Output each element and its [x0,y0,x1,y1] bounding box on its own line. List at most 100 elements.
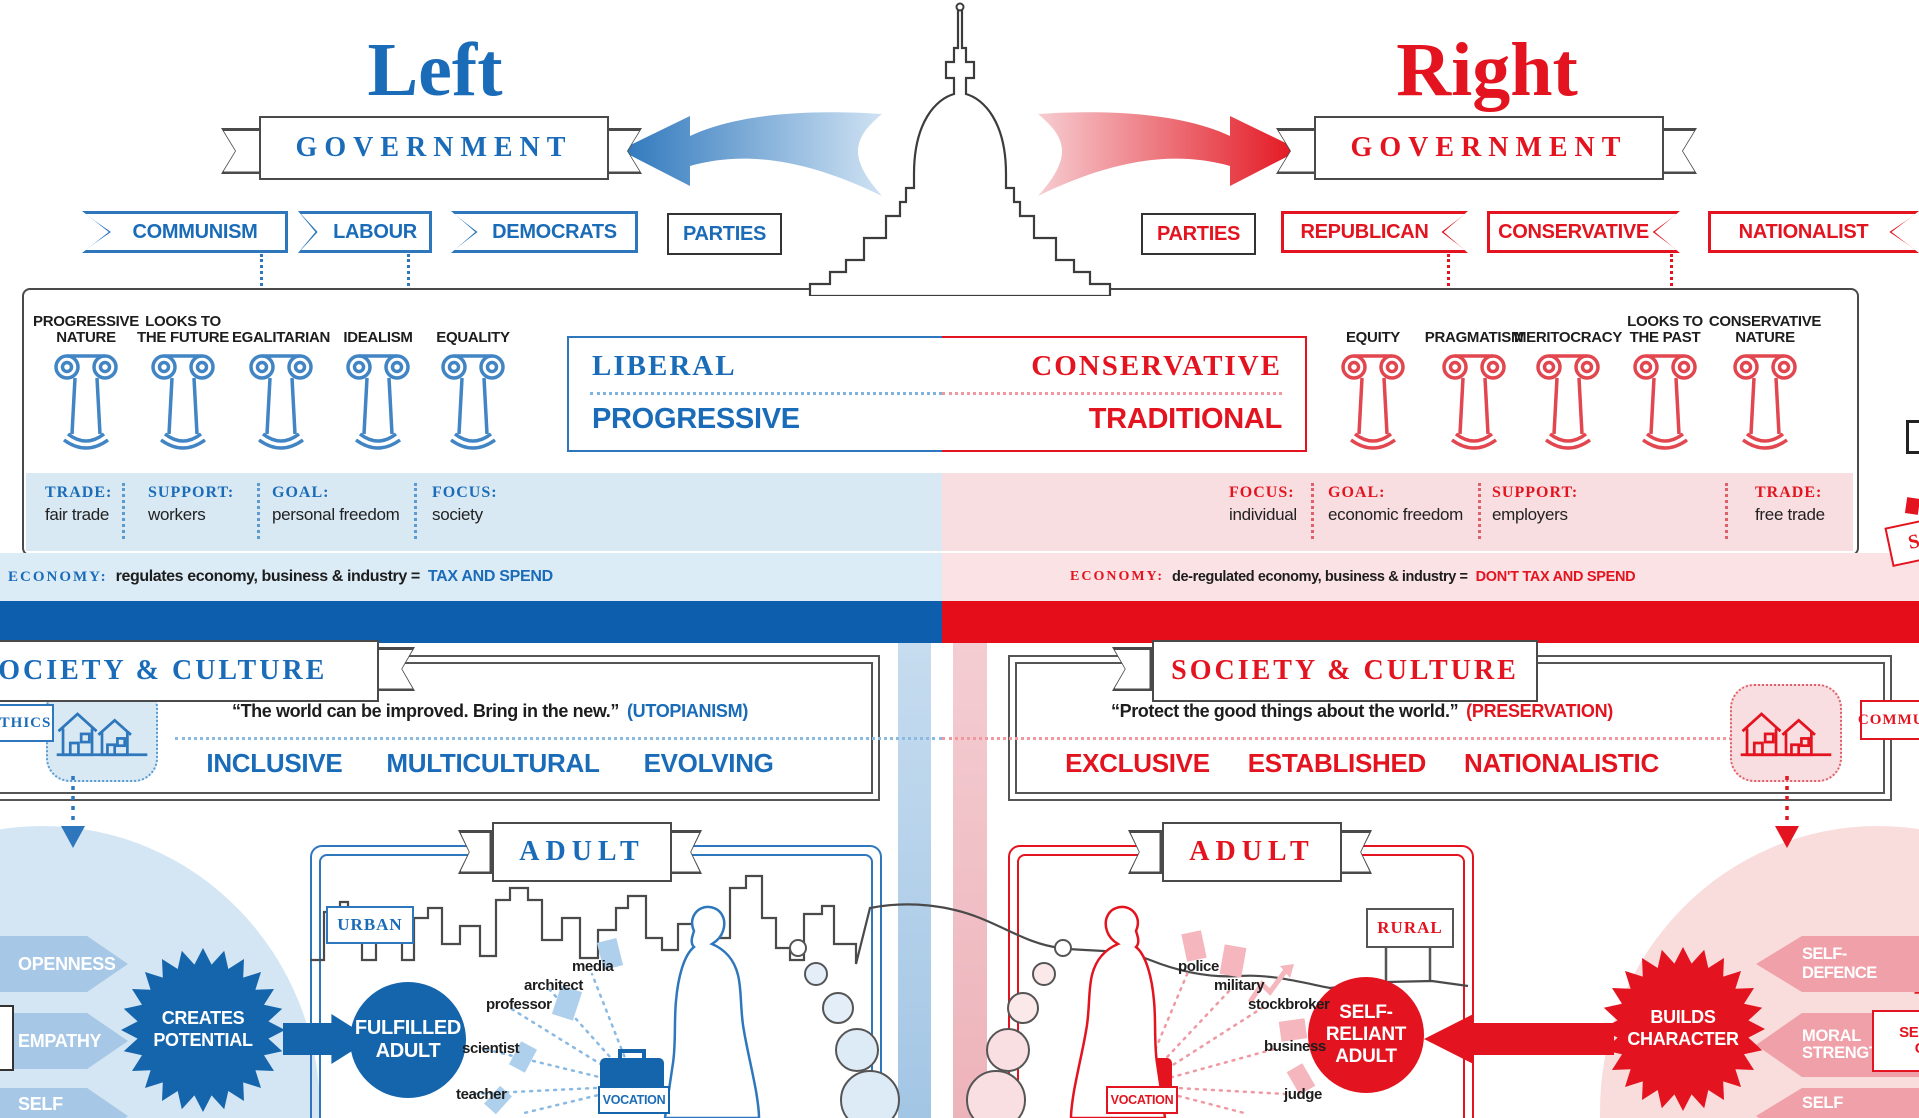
community-bubble [1730,684,1842,782]
society-banner-left: SOCIETY & CULTURE [0,640,379,702]
value-item: GOAL:economic freedom [1328,484,1464,524]
stock-arrow-icon [1247,968,1289,1004]
connector-dotted [1670,254,1673,286]
economy-right: ECONOMY: de-regulated economy, business … [1070,569,1636,585]
quote-left: “The world can be improved. Bring in the… [231,701,749,721]
trait-arrow-self: SELF [0,1088,128,1118]
community-label: COMMUNITY [1858,700,1919,740]
adult-banner-left: ADULT [492,822,672,882]
starburst-builds-character [1601,947,1765,1111]
party-ribbon-conservative: CONSERVATIVE [1487,211,1680,253]
government-banner-left: GOVERNMENT [259,116,609,180]
keywords-right: EXCLUSIVE ESTABLISHED NATIONALISTIC [1065,748,1659,778]
society-divider-blue [175,737,942,740]
profession-icons-left [484,937,624,1115]
parties-box-left: PARTIES [667,213,782,255]
profession-architect: architect [524,977,583,994]
parties-box-right: PARTIES [1141,213,1256,255]
keywords-left: INCLUSIVE MULTICULTURAL EVOLVING [206,748,774,778]
value-item: TRADE:fair trade [45,484,113,524]
houses-icon [1740,712,1832,757]
edge-cut-box-left [0,1005,14,1071]
rural-person-icon [1069,905,1167,1118]
rural-label: RURAL [1366,908,1454,948]
vocation-label-left: VOCATION [598,1086,670,1114]
value-separator [1311,483,1314,539]
divider-bar-right [942,601,1919,643]
connector-dotted [260,254,263,286]
ethics-arrow-down-icon [61,776,85,848]
value-item: GOAL:personal freedom [272,484,400,524]
divider-bar-left [0,601,942,643]
pillar-label: PRAGMATISM [1424,328,1524,346]
adult-banner-right: ADULT [1162,822,1342,882]
community-arrow-down-icon [1775,776,1799,848]
value-separator [1478,483,1481,539]
value-separator [1725,483,1728,539]
profession-professor: professor [486,996,552,1013]
value-separator [122,483,125,539]
ideology-liberal: LIBERAL [592,350,737,382]
arrow-to-left-icon [620,112,882,196]
value-item: TRADE:free trade [1755,484,1825,524]
arrow-to-right-icon [1038,112,1300,196]
title-right: Right [1396,27,1578,112]
pillar-label: MERITOCRACY [1513,328,1623,346]
skyline-and-hills [310,874,1469,990]
value-separator [414,483,417,539]
ideology-traditional: TRADITIONAL [1088,403,1283,435]
pillar-label: EQUITY [1345,328,1401,346]
economy-band-left [0,553,942,601]
capitol-icon [808,2,1112,296]
party-ribbon-republican: REPUBLICAN [1281,211,1468,253]
profession-business: business [1264,1038,1326,1055]
flow-arrows [620,112,1300,196]
ethics-label: ETHICS [0,704,54,742]
value-separator [257,483,260,539]
profession-military: military [1214,977,1265,994]
profession-judge: judge [1284,1086,1322,1103]
profession-icons-right [1181,930,1316,1095]
society-box-left-inner [0,662,873,794]
party-ribbon-communism: COMMUNISM [82,211,288,253]
government-banner-right: GOVERNMENT [1314,116,1664,180]
ideology-conservative: CONSERVATIVE [1031,350,1282,382]
value-item: SUPPORT:employers [1492,484,1579,524]
ideology-divider-blue [590,392,942,395]
value-item: FOCUS:society [432,484,498,524]
edge-fragment-black [1906,420,1919,454]
urban-label: URBAN [326,906,414,944]
party-ribbon-nationalist: NATIONALIST [1708,211,1919,253]
profession-police: police [1178,958,1219,975]
edge-cut-label-right: SELF- C [1872,1010,1919,1072]
values-band-left [26,473,942,551]
ideology-progressive: PROGRESSIVE [592,403,800,435]
economy-band-right [942,553,1919,601]
pillar-label: EGALITARIAN [231,328,331,346]
profession-stockbroker: stockbroker [1248,996,1330,1013]
pillar-label: EQUALITY [436,328,510,346]
center-band-pink [953,643,987,1118]
vocation-label-right: VOCATION [1106,1086,1178,1114]
starburst-creates-potential [121,948,285,1112]
party-ribbon-labour: LABOUR [298,211,432,253]
profession-scientist: scientist [462,1040,520,1057]
society-divider-red [942,737,1732,740]
ideology-divider-red [942,392,1282,395]
profession-media: media [572,958,614,975]
title-left: Left [367,27,503,112]
profession-teacher: teacher [456,1086,507,1103]
urban-person-icon [663,905,761,1118]
party-ribbon-democrats: DEMOCRATS [451,211,638,253]
center-band-blue [898,643,931,1118]
society-banner-right: SOCIETY & CULTURE [1152,640,1538,702]
